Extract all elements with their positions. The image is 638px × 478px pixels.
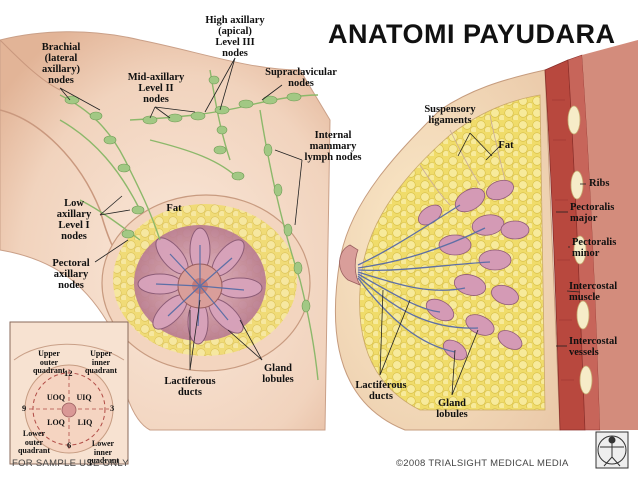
page-title: ANATOMI PAYUDARA: [328, 19, 616, 49]
label-fat-front: Fat: [166, 203, 182, 214]
quadrant-inset: [9, 321, 129, 465]
inset-uiq: UIQ: [76, 393, 92, 402]
label-gland-lobules-front: Gland lobules: [262, 363, 294, 385]
label-high-axillary-nodes: High axillary (apical) Level III nodes: [205, 15, 265, 59]
inset-upper-inner-label: Upper inner quadrant: [84, 349, 117, 375]
inset-liq: LIQ: [77, 418, 93, 427]
inset-clock-6: 6: [67, 440, 72, 450]
inset-clock-9: 9: [22, 403, 27, 413]
label-intercostal-muscle: Intercostal muscle: [569, 281, 618, 303]
label-supraclavicular-nodes: Supraclavicular nodes: [265, 67, 337, 89]
label-suspensory-ligaments: Suspensory ligaments: [424, 104, 476, 126]
credit-text: ©2008 TRIALSIGHT MEDICAL MEDIA: [396, 458, 569, 469]
side-lactiferous-ducts: [357, 204, 491, 353]
inset-upper-outer-label: Upper outer quadrant: [32, 349, 65, 375]
label-internal-mammary-nodes: Internal mammary lymph nodes: [304, 130, 362, 163]
side-view-breast: [334, 69, 561, 431]
inset-lower-inner-label: Lower inner quadrant: [86, 439, 119, 465]
lymph-nodes: [64, 75, 311, 313]
label-gland-lobules-side: Gland lobules: [436, 398, 468, 420]
inset-clock-3: 3: [110, 403, 115, 413]
inset-clock-12: 12: [64, 368, 73, 378]
side-gland-lobules: [418, 179, 530, 361]
label-ribs: Ribs: [589, 178, 610, 189]
label-lactiferous-ducts-front: Lactiferous ducts: [164, 376, 216, 398]
watermark-text: FOR SAMPLE USE ONLY: [12, 458, 129, 469]
chest-wall: [544, 40, 638, 431]
inset-lower-outer-label: Lower outer quadrant: [17, 429, 50, 455]
inset-loq: LOQ: [47, 418, 65, 427]
label-fat-side: Fat: [498, 140, 514, 151]
label-pectoralis-minor: Pectoralis minor: [572, 237, 617, 259]
label-pectoralis-major: Pectoralis major: [570, 202, 615, 224]
label-pectoral-axillary-nodes: Pectoral axillary nodes: [52, 258, 90, 291]
leader-lines: [59, 57, 586, 396]
inset-uoq: UOQ: [46, 393, 66, 402]
label-low-axillary-nodes: Low axillary Level I nodes: [56, 198, 92, 242]
ribs: [567, 105, 593, 395]
label-mid-axillary-nodes: Mid-axillary Level II nodes: [127, 72, 185, 105]
label-lactiferous-ducts-side: Lactiferous ducts: [355, 380, 407, 402]
label-intercostal-vessels: Intercostal vessels: [569, 336, 618, 358]
label-brachial-nodes: Brachial (lateral axillary) nodes: [41, 42, 81, 86]
vitruvian-figure-icon: [595, 431, 629, 469]
front-breast: [101, 194, 311, 372]
